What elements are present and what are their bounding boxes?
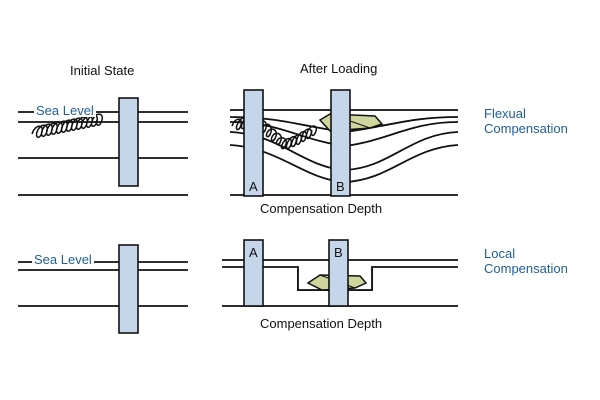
sea-level-label-top: Sea Level: [34, 103, 96, 118]
column-a-letter-top: A: [249, 179, 258, 194]
column-b-local: [328, 239, 349, 307]
sea-level-label-bottom: Sea Level: [32, 252, 94, 267]
compensation-depth-label-top: Compensation Depth: [260, 201, 383, 216]
column-b-letter-top: B: [336, 179, 345, 194]
local-label-line1: Local: [484, 246, 516, 261]
column-initial-top: [118, 97, 139, 187]
initial-state-heading: Initial State: [70, 63, 135, 78]
column-a-letter-bottom: A: [249, 245, 258, 260]
column-a-local: [243, 239, 264, 307]
initial-bottom-panel: [18, 261, 188, 307]
initial-top-panel: [18, 111, 188, 196]
flexual-label-line1: Flexual: [484, 106, 526, 121]
flexual-label-line2: Compensation: [484, 121, 568, 136]
local-label-line2: Compensation: [484, 261, 568, 276]
column-b-letter-bottom: B: [334, 245, 343, 260]
column-initial-bottom: [118, 244, 139, 334]
after-loading-heading: After Loading: [300, 61, 378, 76]
compensation-depth-label-bottom: Compensation Depth: [260, 316, 383, 331]
load-block-flex: [318, 113, 384, 132]
column-b-flex: [330, 89, 351, 197]
column-a-flex: [243, 89, 264, 197]
